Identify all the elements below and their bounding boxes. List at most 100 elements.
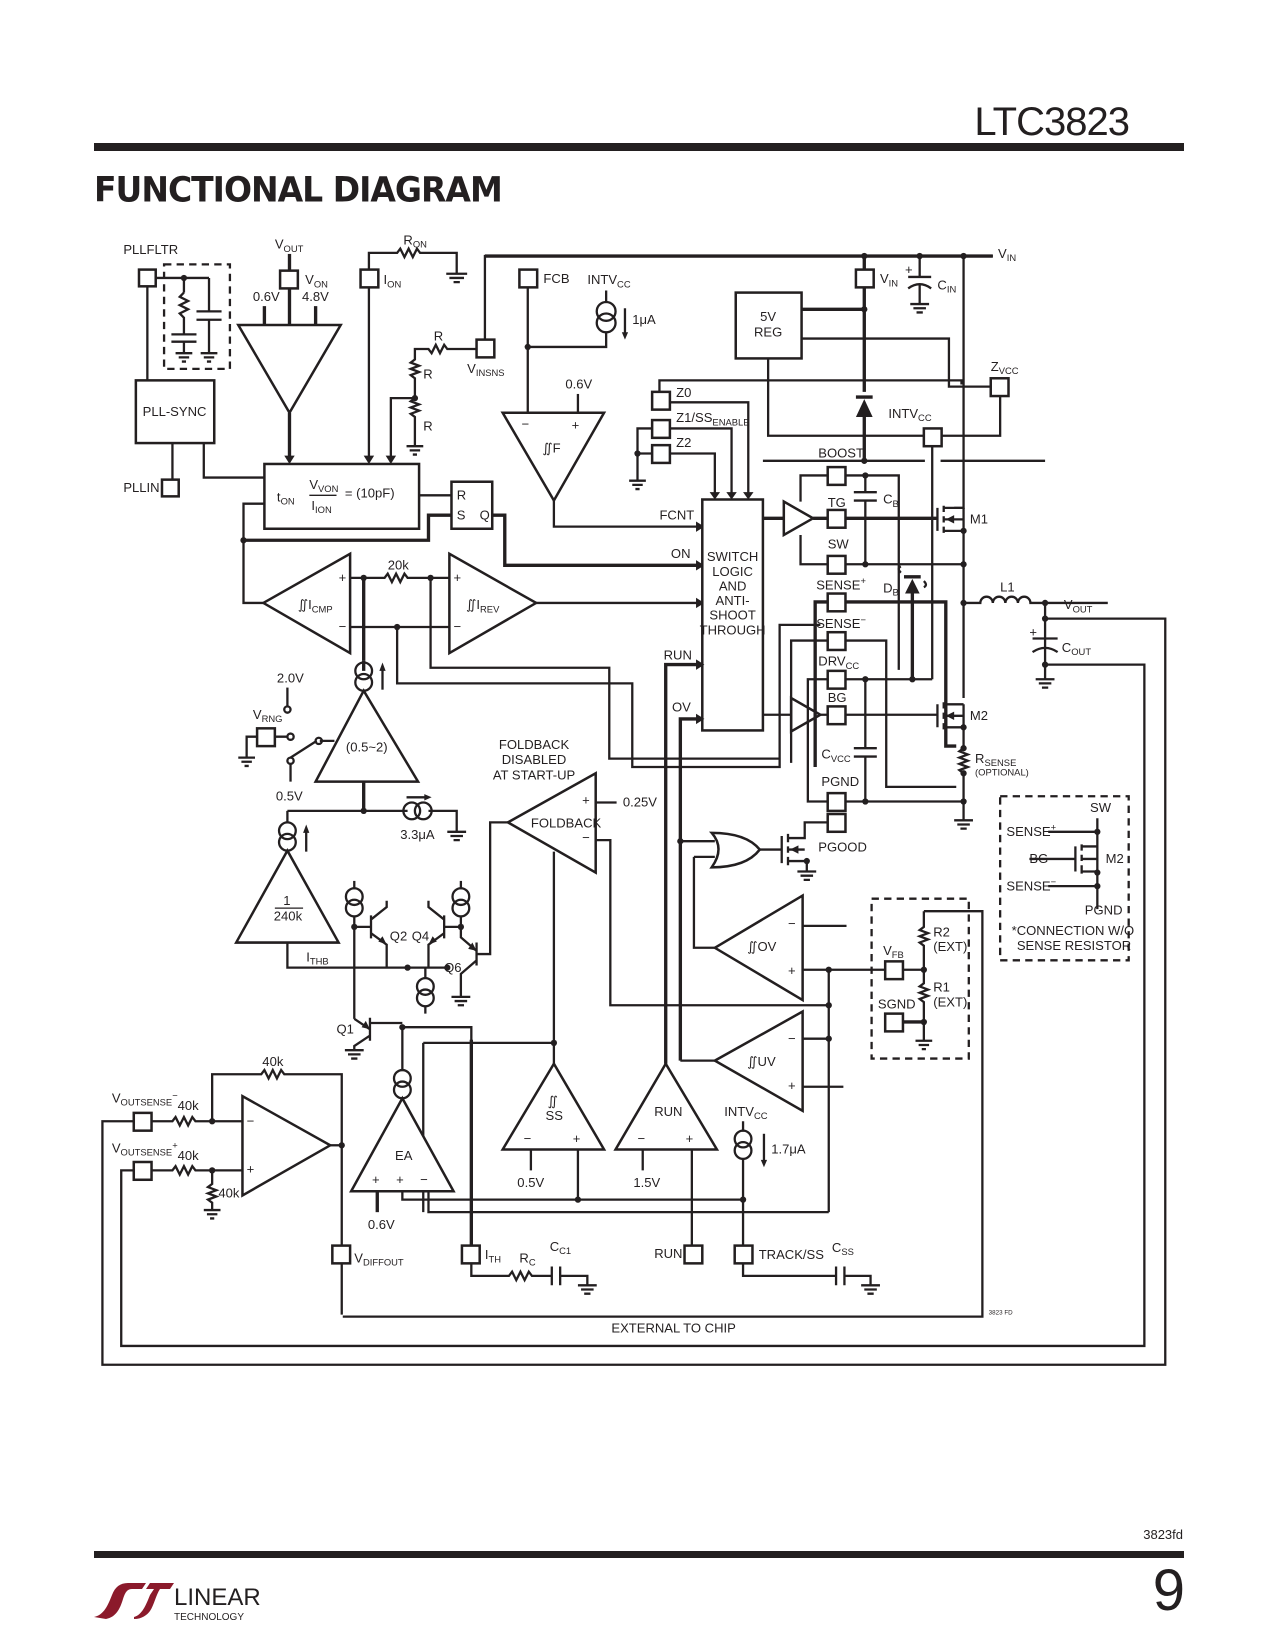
sw-pin[interactable]: [826, 554, 847, 575]
svg-text:M2: M2: [1106, 851, 1124, 866]
power-stage: M1 L1 VOUT + COUT M2 RSENSE (OPTIONAL): [936, 505, 1108, 830]
switch-logic-block: [701, 498, 765, 732]
current-comparators: + − ∬ICMP 20k + − ∬IREV: [260, 551, 821, 769]
svg-text:40k: 40k: [218, 1186, 240, 1201]
svg-text:+: +: [582, 793, 590, 808]
svg-text:−: −: [247, 1113, 255, 1128]
svg-text:PGOOD: PGOOD: [818, 840, 867, 855]
svg-text:FCNT: FCNT: [659, 507, 694, 522]
svg-text:M1: M1: [970, 512, 988, 527]
bg-pin[interactable]: [826, 705, 847, 726]
svg-text:+: +: [339, 570, 347, 585]
fcb-comparator: [500, 411, 607, 504]
pllfltr-external-filter: [162, 263, 232, 371]
svg-text:(OPTIONAL): (OPTIONAL): [975, 766, 1029, 777]
vfb-pin[interactable]: [883, 960, 905, 981]
svg-text:∬F: ∬F: [542, 440, 560, 455]
svg-text:VRNG: VRNG: [253, 707, 283, 724]
page-number: 9: [1152, 1558, 1185, 1623]
svg-text:Q1: Q1: [337, 1021, 354, 1036]
svg-text:SENSE−: SENSE−: [1006, 876, 1056, 893]
z0-pin[interactable]: [650, 390, 672, 411]
ss-comparator: [500, 1061, 607, 1151]
svg-text:3.3μA: 3.3μA: [400, 827, 435, 842]
svg-text:INTVCC: INTVCC: [724, 1104, 768, 1121]
drvcc-pin[interactable]: [826, 669, 847, 690]
svg-text:OV: OV: [672, 700, 691, 715]
svg-text:−: −: [521, 416, 529, 431]
svg-text:0.5V: 0.5V: [276, 788, 303, 803]
intvcc-pin[interactable]: [922, 427, 943, 448]
svg-text:tON: tON: [277, 490, 295, 507]
von-pin[interactable]: [278, 269, 300, 290]
svg-text:0.5V: 0.5V: [517, 1175, 544, 1190]
svg-text:BG: BG: [1029, 851, 1048, 866]
svg-text:FOLDBACK: FOLDBACK: [531, 816, 602, 831]
zvcc-pin[interactable]: [989, 377, 1010, 398]
ith-pin[interactable]: [460, 1244, 481, 1265]
svg-text:RSENSE: RSENSE: [975, 751, 1016, 768]
fcb-pin[interactable]: [518, 268, 539, 289]
pllin-pin[interactable]: [160, 478, 180, 498]
fcb-section: FCB INTVCC 1μA 0.6V − + ∬F FCNT ON: [500, 268, 705, 561]
svg-text:−: −: [420, 1172, 428, 1187]
svg-text:SWITCH: SWITCH: [707, 549, 758, 564]
svg-text:CC1: CC1: [550, 1239, 571, 1256]
pgood-pin[interactable]: [826, 812, 847, 834]
sgnd-pin[interactable]: [883, 1012, 905, 1033]
svg-text:SENSE+: SENSE+: [816, 575, 866, 592]
svg-text:Z2: Z2: [676, 435, 691, 450]
boost-pin[interactable]: [826, 465, 847, 487]
pllfltr-label: PLLFLTR: [123, 242, 178, 257]
run-pin[interactable]: [683, 1244, 704, 1265]
vin-pin[interactable]: [854, 268, 875, 289]
svg-text:VIN: VIN: [880, 271, 898, 288]
svg-text:0.6V: 0.6V: [565, 377, 592, 392]
ov-comparator: [712, 893, 804, 1003]
track-ss-pin[interactable]: [733, 1244, 754, 1265]
svg-text:∬ICMP: ∬ICMP: [298, 597, 333, 614]
svg-text:(0.5~2): (0.5~2): [346, 739, 388, 754]
svg-text:Z0: Z0: [676, 385, 691, 400]
vinsns-pin[interactable]: [475, 338, 496, 359]
svg-text:+: +: [247, 1161, 255, 1176]
tg-pin[interactable]: [826, 508, 847, 529]
svg-text:−: −: [638, 1131, 646, 1146]
svg-text:1: 1: [283, 893, 290, 908]
svg-text:(EXT): (EXT): [933, 994, 967, 1009]
ion-pin[interactable]: [359, 268, 380, 289]
linear-technology-logo: LINEAR TECHNOLOGY: [94, 1575, 264, 1625]
svg-text:EA: EA: [395, 1148, 413, 1163]
svg-text:40k: 40k: [178, 1098, 200, 1113]
pllfltr-pin[interactable]: [137, 268, 157, 288]
svg-text:−: −: [788, 1031, 796, 1046]
vdiffout-pin[interactable]: [331, 1244, 352, 1265]
svg-text:1.7μA: 1.7μA: [771, 1142, 806, 1157]
vrng-pin[interactable]: [255, 727, 277, 748]
svg-text:+: +: [572, 417, 580, 432]
svg-text:(EXT): (EXT): [933, 939, 967, 954]
document-code: 3823fd: [1143, 1527, 1183, 1542]
pll-sync-block: [134, 379, 216, 445]
sense-minus-pin[interactable]: [826, 630, 847, 652]
voutsense-plus-pin[interactable]: [132, 1160, 153, 1182]
svg-text:RUN: RUN: [654, 1104, 682, 1119]
svg-text:RON: RON: [403, 233, 427, 250]
svg-text:40k: 40k: [262, 1054, 284, 1069]
svg-text:IION: IION: [311, 498, 332, 515]
svg-text:1μA: 1μA: [632, 312, 656, 327]
svg-text:Q2: Q2: [390, 928, 407, 943]
von-section: VOUT VON 0.6V 4.8V: [236, 237, 343, 464]
pgnd-pin[interactable]: [826, 791, 847, 813]
svg-text:PLL-SYNC: PLL-SYNC: [143, 404, 207, 419]
svg-text:R: R: [457, 487, 466, 502]
sense-plus-pin[interactable]: [826, 592, 847, 613]
svg-text:ITHB: ITHB: [306, 949, 328, 966]
voutsense-minus-pin[interactable]: [132, 1111, 153, 1132]
section-title: FUNCTIONAL DIAGRAM: [94, 169, 503, 210]
z1-ss-enable-pin[interactable]: [650, 418, 672, 440]
difference-amplifier: [241, 1094, 333, 1198]
svg-text:BOOST: BOOST: [818, 446, 864, 461]
z2-pin[interactable]: [650, 443, 672, 465]
svg-text:REG: REG: [754, 324, 782, 339]
